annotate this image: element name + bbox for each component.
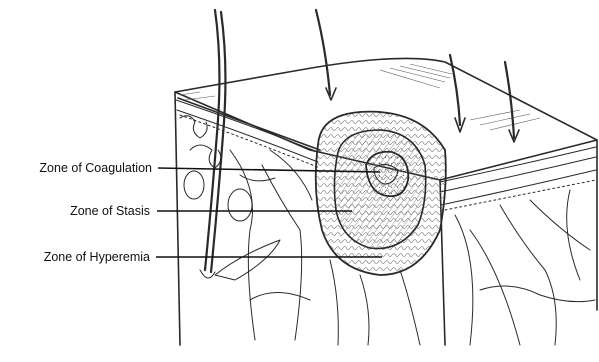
burn-zones — [316, 112, 446, 275]
label-stasis: Zone of Stasis — [70, 204, 150, 218]
labels: Zone of Coagulation Zone of Stasis Zone … — [39, 161, 152, 264]
label-coagulation: Zone of Coagulation — [39, 161, 152, 175]
label-hyperemia: Zone of Hyperemia — [44, 250, 150, 264]
